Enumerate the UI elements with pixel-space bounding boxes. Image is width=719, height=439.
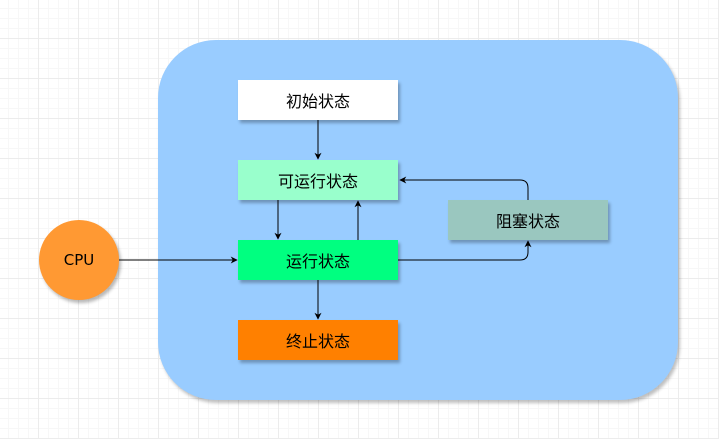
initial-state-node: 初始状态 bbox=[238, 80, 398, 120]
running-state-node: 运行状态 bbox=[238, 240, 398, 280]
edge-blocked-to-runnable bbox=[399, 176, 529, 200]
edge-running-to-blocked bbox=[398, 240, 532, 261]
cpu-node: CPU bbox=[39, 220, 119, 300]
runnable-state-node: 可运行状态 bbox=[238, 160, 398, 200]
blocked-state-node: 阻塞状态 bbox=[448, 200, 608, 240]
terminated-state-node: 终止状态 bbox=[238, 320, 398, 360]
